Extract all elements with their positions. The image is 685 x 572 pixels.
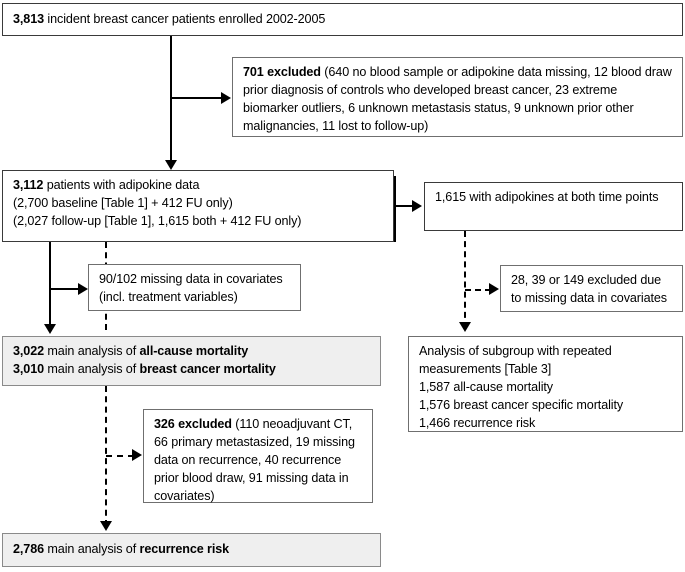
node-subgroup-line2: measurements [Table 3] bbox=[419, 361, 552, 376]
node-enrolled-text: 3,813 incident breast cancer patients en… bbox=[13, 11, 325, 29]
node-recurrence-mid: main analysis of bbox=[44, 542, 140, 557]
node-excluded-326: 326 excluded (110 neoadjuvant CT, 66 pri… bbox=[143, 409, 373, 503]
node-excluded-right-line2: to missing data in covariates bbox=[511, 290, 667, 305]
arrowhead-adipokine-to-missing bbox=[78, 283, 88, 295]
node-missing-covariates-left-line2: (incl. treatment variables) bbox=[99, 289, 238, 304]
node-main-analysis-allcause-mid: main analysis of bbox=[44, 344, 140, 358]
node-adipokine-data-line2: (2,700 baseline [Table 1] + 412 FU only) bbox=[13, 195, 233, 210]
arrowhead-both-to-subgroup bbox=[459, 322, 471, 332]
node-subgroup-analysis: Analysis of subgroup with repeated measu… bbox=[408, 336, 683, 432]
node-recurrence-label: recurrence risk bbox=[139, 542, 230, 557]
connector-adipokine-to-both bbox=[394, 205, 416, 207]
node-recurrence-analysis: 2,786 main analysis of recurrence risk bbox=[2, 533, 381, 567]
arrowhead-main-to-recurrence bbox=[100, 521, 112, 531]
node-enrolled: 3,813 incident breast cancer patients en… bbox=[2, 3, 683, 36]
node-missing-covariates-left: 90/102 missing data in covariates (incl.… bbox=[88, 264, 301, 311]
node-excluded-701-detail: (640 no blood sample or adipokine data m… bbox=[243, 65, 672, 133]
node-enrolled-label: incident breast cancer patients enrolled… bbox=[44, 11, 326, 26]
node-both-timepoints-text: 1,615 with adipokines at both time point… bbox=[435, 190, 659, 204]
connector-both-to-subgroup bbox=[464, 231, 466, 328]
connector-adipokine-right-vertical bbox=[394, 176, 396, 242]
node-excluded-right: 28, 39 or 149 excluded due to missing da… bbox=[500, 265, 683, 312]
node-adipokine-data-line1: 3,112 patients with adipokine data bbox=[13, 177, 384, 195]
node-excluded-701-text: 701 excluded (640 no blood sample or adi… bbox=[243, 65, 672, 133]
arrowhead-enrolled-to-excluded bbox=[221, 92, 231, 104]
node-main-analysis-bc-label: breast cancer mortality bbox=[139, 361, 276, 376]
node-enrolled-count: 3,813 bbox=[13, 11, 45, 26]
node-adipokine-data-count: 3,112 bbox=[13, 178, 44, 192]
node-both-timepoints: 1,615 with adipokines at both time point… bbox=[424, 182, 683, 231]
node-subgroup-line3: 1,587 all-cause mortality bbox=[419, 379, 553, 394]
connector-adipokine-left-trunk bbox=[49, 242, 51, 330]
connector-dashed-to-excluded-326 bbox=[106, 455, 134, 457]
node-main-analysis-bc-mid: main analysis of bbox=[44, 361, 140, 376]
node-subgroup-line1: Analysis of subgroup with repeated bbox=[419, 344, 612, 358]
connector-both-to-excluded-right bbox=[465, 289, 491, 291]
node-recurrence-text: 2,786 main analysis of recurrence risk bbox=[13, 541, 229, 559]
node-main-analysis-mortality: 3,022 main analysis of all-cause mortali… bbox=[2, 336, 381, 386]
arrowhead-adipokine-to-main bbox=[44, 324, 56, 334]
connector-adipokine-to-missing bbox=[50, 288, 80, 290]
node-main-analysis-line1: 3,022 main analysis of all-cause mortali… bbox=[13, 343, 371, 361]
node-recurrence-count: 2,786 bbox=[13, 542, 45, 557]
node-excluded-326-bold: 326 excluded bbox=[154, 417, 232, 431]
connector-enrolled-to-excluded bbox=[171, 97, 223, 99]
node-excluded-326-text: 326 excluded (110 neoadjuvant CT, 66 pri… bbox=[154, 417, 355, 503]
arrowhead-enrolled-to-adipokine bbox=[165, 160, 177, 170]
node-adipokine-data-label: patients with adipokine data bbox=[43, 178, 200, 192]
connector-enrolled-trunk bbox=[170, 36, 172, 166]
node-adipokine-data: 3,112 patients with adipokine data (2,70… bbox=[2, 170, 394, 242]
node-main-analysis-allcause-count: 3,022 bbox=[13, 344, 45, 358]
node-main-analysis-bc-count: 3,010 bbox=[13, 361, 45, 376]
node-main-analysis-line2: 3,010 main analysis of breast cancer mor… bbox=[13, 361, 371, 379]
node-subgroup-line5: 1,466 recurrence risk bbox=[419, 415, 536, 430]
node-excluded-701-bold: 701 excluded bbox=[243, 65, 321, 79]
arrowhead-adipokine-to-both bbox=[412, 200, 422, 212]
arrowhead-both-to-excluded-right bbox=[489, 283, 499, 295]
node-subgroup-line4: 1,576 breast cancer specific mortality bbox=[419, 397, 624, 412]
node-excluded-326-detail: (110 neoadjuvant CT, 66 primary metastas… bbox=[154, 417, 355, 503]
node-adipokine-data-line3: (2,027 follow-up [Table 1], 1,615 both +… bbox=[13, 213, 302, 228]
node-excluded-701: 701 excluded (640 no blood sample or adi… bbox=[232, 57, 683, 137]
node-main-analysis-allcause-label: all-cause mortality bbox=[139, 344, 249, 358]
node-missing-covariates-left-line1: 90/102 missing data in covariates bbox=[99, 272, 283, 286]
node-excluded-right-line1: 28, 39 or 149 excluded due bbox=[511, 273, 662, 287]
arrowhead-to-excluded-326 bbox=[132, 449, 142, 461]
